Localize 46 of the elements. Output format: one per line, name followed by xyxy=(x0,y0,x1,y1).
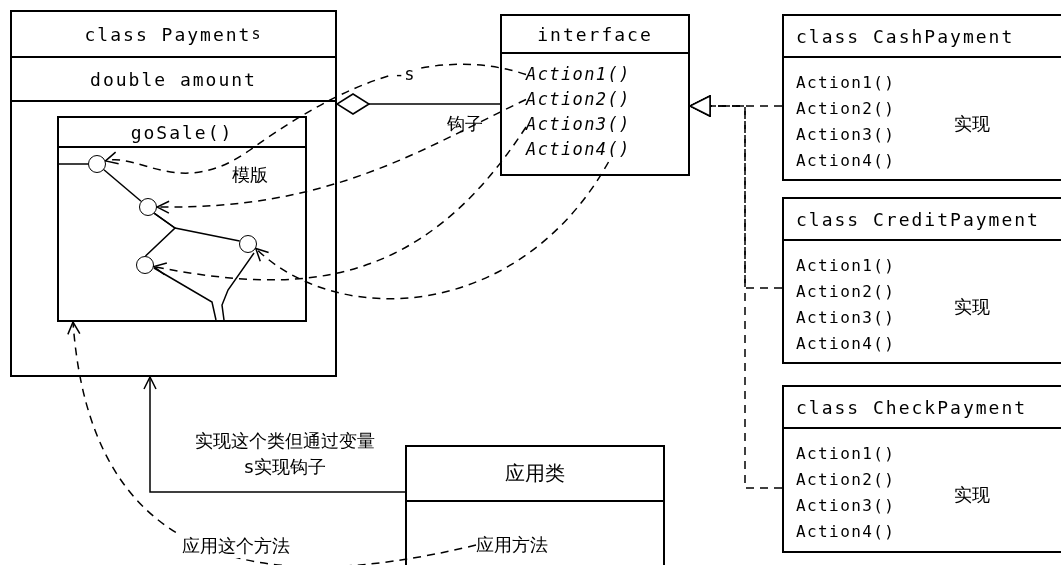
method-name: Action1() xyxy=(526,62,676,87)
method-name: Action3() xyxy=(796,123,897,146)
class-box xyxy=(10,10,337,377)
aggregation-line xyxy=(336,93,501,115)
method-name: Action1() xyxy=(796,254,897,277)
method-name: Action1() xyxy=(796,442,897,465)
method-name: Action3() xyxy=(526,112,676,137)
method-box xyxy=(57,116,307,322)
class-name: class CashPayment xyxy=(784,16,1061,58)
interface-box xyxy=(500,14,690,176)
dashed-arrow xyxy=(156,98,527,214)
method-name: Action4() xyxy=(526,137,676,162)
method-name: 应用方法 xyxy=(476,532,588,558)
method-name: goSale() xyxy=(59,118,305,148)
note-text: 模版 xyxy=(231,163,269,187)
dashed-arrow xyxy=(104,63,527,174)
class-name: class CreditPayment xyxy=(784,199,1061,241)
method-name: Action1() xyxy=(796,71,897,94)
method-name: Action2() xyxy=(526,87,676,112)
class-name: class CheckPayment xyxy=(784,387,1061,429)
method-name: Action4() xyxy=(796,149,897,172)
arrow xyxy=(143,376,406,493)
class-box xyxy=(405,445,665,565)
class-box xyxy=(782,385,1061,553)
dashed-arrow xyxy=(689,95,783,489)
note-text: 实现 xyxy=(953,483,991,507)
flow-line xyxy=(144,212,177,257)
method-name: Action2() xyxy=(796,280,897,303)
class-box xyxy=(782,197,1061,364)
note-text: 实现 xyxy=(953,112,991,136)
class-name: 应用类 xyxy=(407,447,663,502)
method-name: Action4() xyxy=(796,520,897,543)
method-name: Action4() xyxy=(796,332,897,355)
method-name: Action2() xyxy=(796,468,897,491)
flow-line xyxy=(103,169,142,202)
interface-name: interface xyxy=(502,16,688,54)
class-box xyxy=(782,14,1061,181)
attribute-text: double amount xyxy=(12,58,335,102)
edge-label: 应用这个方法 xyxy=(180,534,292,558)
dashed-arrow xyxy=(153,126,527,281)
note-text: 实现 xyxy=(953,295,991,319)
method-name: Action2() xyxy=(796,97,897,120)
method-name: Action3() xyxy=(796,494,897,517)
dashed-arrow xyxy=(255,161,610,300)
note-text: 钩子 xyxy=(446,112,484,136)
method-name: Action3() xyxy=(796,306,897,329)
